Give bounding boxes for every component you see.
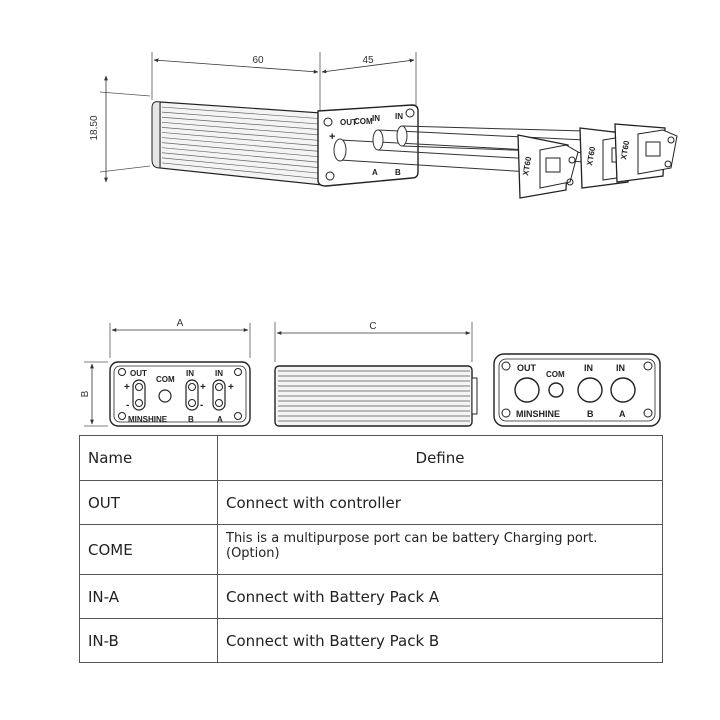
dimension-60: 60 <box>252 55 264 66</box>
panel-c-b: B <box>587 409 594 419</box>
panel-a-plus: + <box>228 382 234 393</box>
table-cell-name: IN-B <box>79 618 218 663</box>
panel-c-in-a: IN <box>616 363 625 373</box>
technical-drawing: 60 45 18.50 OUT COM IN IN + B A <box>80 52 678 427</box>
panel-a-minus: - <box>126 400 129 411</box>
heatsink-fin <box>161 152 319 168</box>
xt60-label: XT60 <box>521 155 533 176</box>
heatsink-fin <box>161 111 319 125</box>
table-cell-define: Connect with controller <box>217 480 663 525</box>
perspective-view: 60 45 18.50 OUT COM IN IN + B A <box>89 52 678 199</box>
panel-a-plus: + <box>124 382 130 393</box>
label-end-a: A <box>372 168 378 177</box>
heatsink-fin <box>161 116 319 130</box>
side-view: C <box>274 321 478 427</box>
screw-icon <box>118 412 126 420</box>
heatsink-fin <box>161 162 319 179</box>
heatsink-fin <box>161 127 319 141</box>
screw-icon <box>234 368 242 376</box>
table-cell-name: IN-A <box>79 574 218 619</box>
panel-a-in-a: IN <box>215 369 223 378</box>
label-out: OUT <box>340 118 357 127</box>
xt60-label: XT60 <box>585 145 597 166</box>
label-end-b: B <box>395 168 401 177</box>
heatsink-fin <box>161 106 319 119</box>
screw-icon <box>118 368 126 376</box>
panel-a-plus: + <box>200 382 206 393</box>
heatsink-fin <box>161 157 319 174</box>
table-cell-define: Connect with Battery Pack A <box>217 574 663 619</box>
panel-a-com: COM <box>156 375 175 384</box>
label-plus: + <box>329 131 335 143</box>
screw-icon <box>325 171 335 181</box>
table-header-row: Name Define <box>79 435 663 481</box>
xt60-label: XT60 <box>619 139 631 160</box>
heatsink-fin <box>161 147 319 163</box>
screw-icon <box>501 361 511 371</box>
table-cell-name: COME <box>79 524 218 575</box>
label-in-b: IN <box>372 114 380 123</box>
panel-a-b: B <box>188 415 194 424</box>
label-com: COM <box>354 117 373 126</box>
table-row: IN-A Connect with Battery Pack A <box>79 574 663 619</box>
screw-icon <box>643 361 653 371</box>
screw-icon <box>405 108 415 118</box>
back-panel-view: OUT COM IN IN MINSHINE B A <box>493 353 661 427</box>
table-row: COME This is a multipurpose port can be … <box>79 524 663 575</box>
front-panel-view: A B OUT COM IN IN MINSHINE B A + - + - + <box>80 318 251 427</box>
dimension-45: 45 <box>362 55 374 66</box>
port-definition-table: Name Define OUT Connect with controller … <box>79 435 663 663</box>
table-cell-define: This is a multipurpose port can be batte… <box>217 524 663 575</box>
table-cell-name: OUT <box>79 480 218 525</box>
table-header-define: Define <box>217 435 663 481</box>
panel-a-in-b: IN <box>186 369 194 378</box>
dimension-line-45 <box>321 58 415 74</box>
panel-c-out: OUT <box>517 363 537 373</box>
dimension-a: A <box>177 318 184 329</box>
heatsink-fin <box>161 121 319 136</box>
heatsink-fin <box>161 132 319 147</box>
table-row: IN-B Connect with Battery Pack B <box>79 618 663 663</box>
dimension-b: B <box>80 390 91 397</box>
heatsink-fin <box>161 137 319 152</box>
table-header-name: Name <box>79 435 218 481</box>
dimension-line-60 <box>153 58 319 74</box>
panel-c-com: COM <box>546 370 565 379</box>
screw-icon <box>501 408 511 418</box>
panel-c-in-b: IN <box>584 363 593 373</box>
screw-icon <box>643 408 653 418</box>
panel-a-minus: - <box>200 400 203 411</box>
dimension-18-50: 18.50 <box>89 115 100 140</box>
screw-icon <box>323 117 333 127</box>
panel-a-brand: MINSHINE <box>128 415 168 424</box>
table-cell-define: Connect with Battery Pack B <box>217 618 663 663</box>
screw-icon <box>234 412 242 420</box>
panel-c-brand: MINSHINE <box>516 409 560 419</box>
xt60-connector-in-a: XT60 <box>614 123 678 183</box>
end-cap <box>317 104 419 187</box>
table-row: OUT Connect with controller <box>79 480 663 525</box>
panel-a-a: A <box>217 415 223 424</box>
dimension-c: C <box>369 321 376 332</box>
panel-c-a: A <box>619 409 626 419</box>
label-in-a: IN <box>395 112 403 121</box>
xt60-connector-out: XT60 <box>517 134 579 199</box>
heatsink-fin <box>161 142 319 158</box>
panel-a-out: OUT <box>130 369 147 378</box>
